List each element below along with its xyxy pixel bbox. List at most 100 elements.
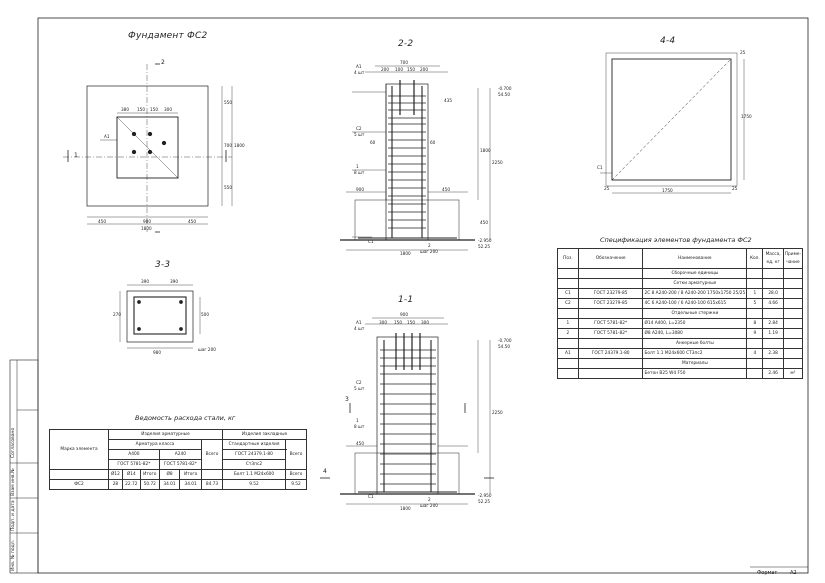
- side-cell-inventory: Инв. № подл.: [11, 539, 16, 571]
- spec-section-row: Сборочные единицы: [557, 268, 804, 279]
- s22-dim-1800w: 1800: [400, 251, 411, 256]
- s22-level-bottom-abs: 52.25: [478, 244, 490, 249]
- s11-dim-2250: 2250: [492, 410, 503, 415]
- spec-section-row: Отдельные стержни: [557, 308, 804, 319]
- s11-top-total: 900: [400, 312, 408, 317]
- s44-c1: С1: [597, 165, 603, 170]
- spec-section-row: Сетки арматурные: [557, 278, 804, 289]
- spec-cell-note: [782, 348, 804, 359]
- s44-dim-1750w: 1750: [662, 188, 673, 193]
- plan-dim-right-2: 550: [224, 185, 232, 190]
- plan-dim-bottom-2: 450: [188, 219, 196, 224]
- s11-step: шаг 200: [420, 503, 438, 508]
- spec-section-row: Анкерные болты: [557, 338, 804, 349]
- plan-dim-right-1: 700: [224, 143, 232, 148]
- spec-header-mass: Масса, ед, кг: [762, 248, 784, 269]
- spec-section-name: Отдельные стержни: [642, 308, 748, 319]
- steel-table: Марка элемента Изделия арматурные Издели…: [49, 429, 307, 490]
- s44-dim-25c: 25: [732, 186, 738, 191]
- steel-col-3: Ø8: [158, 469, 181, 480]
- section-1-1: [320, 317, 494, 505]
- s22-dim-2250: 2250: [492, 160, 503, 165]
- plan-view-title: Фундамент ФС2: [128, 31, 208, 41]
- s11-mark4: 4: [323, 468, 327, 475]
- spec-cell-note: [782, 298, 804, 309]
- spec-cell-pos: [557, 368, 579, 379]
- spec-header-doc: Обозначение: [577, 248, 644, 269]
- steel-bolt: Болт 1.1 М24х600: [222, 469, 286, 480]
- spec-section-name: Сетки арматурные: [642, 278, 748, 289]
- steel-val-7: 9.52: [285, 479, 307, 490]
- s22-n2: 2: [428, 243, 431, 248]
- s11-dim-450: 450: [356, 441, 364, 446]
- format-label: Формат: [757, 570, 778, 576]
- spec-cell-mass: 2.84: [762, 318, 784, 329]
- spec-cell-qty: 8: [746, 318, 764, 329]
- s11-top-0: 300: [379, 320, 387, 325]
- spec-cell-name: Бетон В25 W4 F50: [642, 368, 748, 379]
- section-3-3-title: 3-3: [155, 260, 171, 270]
- steel-gost1: ГОСТ 5781-82*: [108, 459, 160, 470]
- spec-cell-qty: 1: [746, 288, 764, 299]
- steel-sub1: Арматура класса: [108, 439, 202, 450]
- s22-a1-qty: 4 шт: [354, 70, 365, 75]
- plan-dim-top-2: 150: [150, 107, 158, 112]
- spec-cell-mass: 2.38: [762, 348, 784, 359]
- spec-cell-mass: 4.66: [762, 298, 784, 309]
- steel-val-3: 34.01: [158, 479, 181, 490]
- s11-top-3: 300: [421, 320, 429, 325]
- spec-cell-mass: 1.19: [762, 328, 784, 339]
- steel-col-0: Ø12: [108, 469, 123, 480]
- steel-blank: [49, 469, 109, 480]
- s33-dim-500: 500: [201, 312, 209, 317]
- plan-section-mark: 2: [161, 59, 165, 66]
- plan-anchor-label: А1: [104, 134, 110, 139]
- spec-header-name: Наименование: [642, 248, 748, 269]
- spec-cell-doc: ГОСТ 5781-82*: [577, 328, 644, 339]
- steel-row-mark: ФС2: [49, 479, 109, 490]
- s33-top-0: 390: [141, 279, 149, 284]
- s22-top-2: 150: [407, 67, 415, 72]
- steel-col-2: Итого: [139, 469, 160, 480]
- spec-cell-note: м³: [782, 368, 804, 379]
- steel-gost24379: ГОСТ 24379.1-80: [222, 449, 286, 460]
- section-2-2: [340, 65, 491, 251]
- s11-a1-qty: 4 шт: [354, 326, 365, 331]
- s22-dim-1800: 1800: [480, 148, 491, 153]
- spec-cell-pos: А1: [557, 348, 579, 359]
- s22-c2: С2: [356, 126, 362, 131]
- steel-col-4: Итого: [179, 469, 202, 480]
- spec-section-name: Материалы: [642, 358, 748, 369]
- s22-n1: 1: [356, 164, 359, 169]
- s22-step: шаг 200: [420, 249, 438, 254]
- s22-c1: С1: [368, 239, 374, 244]
- s11-n1: 1: [356, 418, 359, 423]
- steel-val-2: 50.72: [139, 479, 160, 490]
- section-4-4-title: 4-4: [660, 36, 676, 46]
- spec-cell-qty: 9: [746, 328, 764, 339]
- s22-level-top-abs: 54.50: [498, 92, 510, 97]
- s22-level-bottom: -2.950: [478, 238, 492, 243]
- steel-col-1: Ø14: [121, 469, 141, 480]
- steel-val-0: 28: [108, 479, 123, 490]
- spec-cell-name: Болт 1.1 М24х600 СТ3пс2: [642, 348, 748, 359]
- s22-top-1: 100: [395, 67, 403, 72]
- s44-dim-25a: 25: [740, 50, 746, 55]
- steel-st3: Ст3пс2: [222, 459, 286, 470]
- section-4-4: [600, 52, 745, 194]
- s44-dim-1750h: 1750: [741, 114, 752, 119]
- s11-mark3: 3: [345, 396, 349, 403]
- steel-blank2: [201, 469, 223, 480]
- side-stamp: [9, 359, 39, 574]
- spec-cell-name: 4С 6 А240-100 / 6 А240-100 615х615: [642, 298, 748, 309]
- s11-c2-qty: 5 шт: [354, 386, 365, 391]
- steel-val-5: 84.73: [201, 479, 223, 490]
- steel-val-1: 22.72: [121, 479, 141, 490]
- s22-dim-60b: 60: [430, 140, 436, 145]
- s33-dim-270: 270: [113, 312, 121, 317]
- s22-c2-qty: 5 шт: [354, 132, 365, 137]
- spec-header-pos: Поз.: [557, 248, 579, 269]
- s11-dim-1800: 1800: [400, 506, 411, 511]
- steel-val-6: 9.52: [222, 479, 286, 490]
